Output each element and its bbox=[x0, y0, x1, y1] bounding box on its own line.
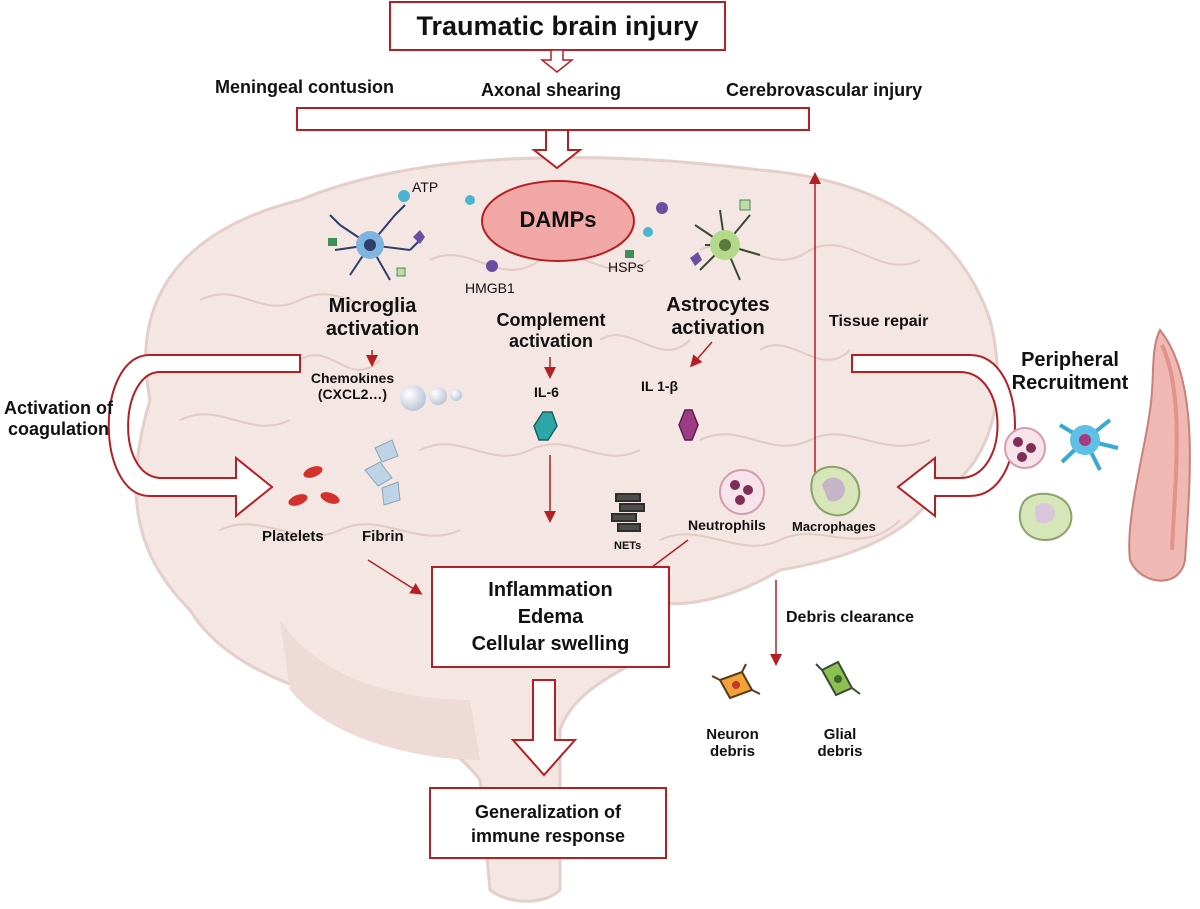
glial-debris-icon bbox=[815, 660, 861, 697]
chemokines-label: Chemokines (CXCL2…) bbox=[300, 370, 405, 402]
generalization-box-frame bbox=[429, 787, 667, 859]
debris-clearance-label: Debris clearance bbox=[786, 609, 915, 626]
generalization-box-text: Generalization of immune response bbox=[430, 800, 666, 849]
neuron-debris-line2: debris bbox=[709, 743, 755, 761]
damps-label: DAMPs bbox=[519, 207, 597, 232]
microglia-line1: Microglia bbox=[328, 295, 417, 317]
coagulation-line2: coagulation bbox=[8, 418, 110, 439]
coagulation-line1: Activation of bbox=[4, 398, 114, 418]
microglia-label: Microglia activation bbox=[300, 295, 445, 341]
injury-axonal-shearing: Axonal shearing bbox=[481, 80, 622, 100]
astrocytes-line2: activation bbox=[671, 317, 765, 339]
peripheral-label: Peripheral Recruitment bbox=[1000, 349, 1140, 395]
complement-label: Complement activation bbox=[482, 310, 620, 351]
edema-line: Edema bbox=[517, 606, 584, 628]
astrocytes-label: Astrocytes activation bbox=[653, 294, 783, 340]
peripheral-curved-arrow bbox=[851, 354, 1016, 519]
atp-label: ATP bbox=[412, 179, 439, 195]
peripheral-macrophage bbox=[1018, 492, 1073, 542]
nets-structure bbox=[611, 493, 645, 532]
damps-ellipse bbox=[481, 180, 635, 262]
cellular-swelling-line: Cellular swelling bbox=[471, 633, 630, 655]
hmgb1-label: HMGB1 bbox=[465, 280, 515, 296]
peripheral-line1: Peripheral bbox=[1021, 349, 1119, 371]
neutrophil-cell bbox=[719, 469, 765, 515]
brain-gyri bbox=[179, 244, 931, 547]
cerebellum-shape bbox=[280, 620, 480, 760]
atp-molecule bbox=[465, 195, 475, 205]
astrocytes-to-il1b-arrow bbox=[690, 341, 713, 368]
platelets-cells bbox=[288, 466, 340, 506]
il6-molecule bbox=[533, 411, 558, 441]
complement-line2: activation bbox=[508, 330, 594, 351]
fibrin-label: Fibrin bbox=[362, 528, 404, 545]
neutrophils-label: Neutrophils bbox=[688, 517, 766, 533]
generalization-line1: Generalization of bbox=[474, 802, 622, 822]
platelets-to-inflammation-arrow bbox=[367, 559, 423, 595]
page-title: Traumatic brain injury bbox=[416, 11, 699, 41]
inflammation-down-arrow bbox=[510, 679, 578, 777]
bracket-down-arrow bbox=[531, 129, 583, 170]
tissue-repair-label: Tissue repair bbox=[829, 313, 929, 330]
title-box bbox=[389, 1, 726, 51]
damp-dot bbox=[643, 227, 653, 237]
glial-debris-label: Glial debris bbox=[805, 726, 875, 761]
macrophages-label: Macrophages bbox=[792, 519, 876, 534]
coagulation-label: Activation of coagulation bbox=[4, 398, 113, 439]
microglia-line2: activation bbox=[325, 318, 420, 340]
platelets-label: Platelets bbox=[262, 528, 324, 545]
hsp-molecule bbox=[328, 238, 337, 246]
hsps-label: HSPs bbox=[608, 259, 644, 275]
damp-dot bbox=[656, 202, 668, 214]
peripheral-line2: Recruitment bbox=[1011, 372, 1129, 394]
title-down-arrow bbox=[539, 49, 575, 73]
inflammation-box-text: Inflammation Edema Cellular swelling bbox=[432, 577, 669, 658]
inflammation-line: Inflammation bbox=[488, 579, 613, 601]
injury-cerebrovascular: Cerebrovascular injury bbox=[726, 80, 923, 100]
astrocyte-cell bbox=[690, 199, 761, 281]
peripheral-neutrophil bbox=[1004, 427, 1046, 469]
glial-debris-line2: debris bbox=[817, 743, 863, 761]
astrocytes-line1: Astrocytes bbox=[666, 294, 770, 316]
neuron-debris-label: Neuron debris bbox=[695, 726, 770, 761]
hsp-molecule bbox=[625, 250, 634, 258]
hmgb1-molecule bbox=[486, 260, 498, 272]
il1b-molecule bbox=[678, 409, 699, 441]
glial-debris-line1: Glial bbox=[823, 726, 857, 743]
peripheral-dendritic-cell bbox=[1058, 418, 1119, 471]
chemokines-line1: Chemokines bbox=[310, 370, 395, 386]
fibrin-strands bbox=[364, 439, 401, 506]
il1b-label: IL 1-β bbox=[641, 378, 679, 394]
coagulation-curved-arrow bbox=[107, 354, 301, 519]
macrophage-cell bbox=[810, 465, 861, 517]
neuron-debris-icon bbox=[711, 663, 761, 700]
generalization-line2: immune response bbox=[470, 826, 626, 847]
nets-label: NETs bbox=[614, 540, 642, 552]
injury-bracket bbox=[296, 107, 810, 131]
chemokine-bubbles bbox=[400, 385, 462, 411]
il6-label: IL-6 bbox=[534, 384, 559, 400]
inflammation-box-frame bbox=[431, 566, 670, 668]
microglia-cell bbox=[329, 190, 425, 281]
neuron-debris-line1: Neuron bbox=[706, 726, 759, 743]
complement-line1: Complement bbox=[496, 310, 606, 330]
injury-meningeal-contusion: Meningeal contusion bbox=[215, 77, 395, 97]
chemokines-line2: (CXCL2…) bbox=[317, 386, 388, 403]
